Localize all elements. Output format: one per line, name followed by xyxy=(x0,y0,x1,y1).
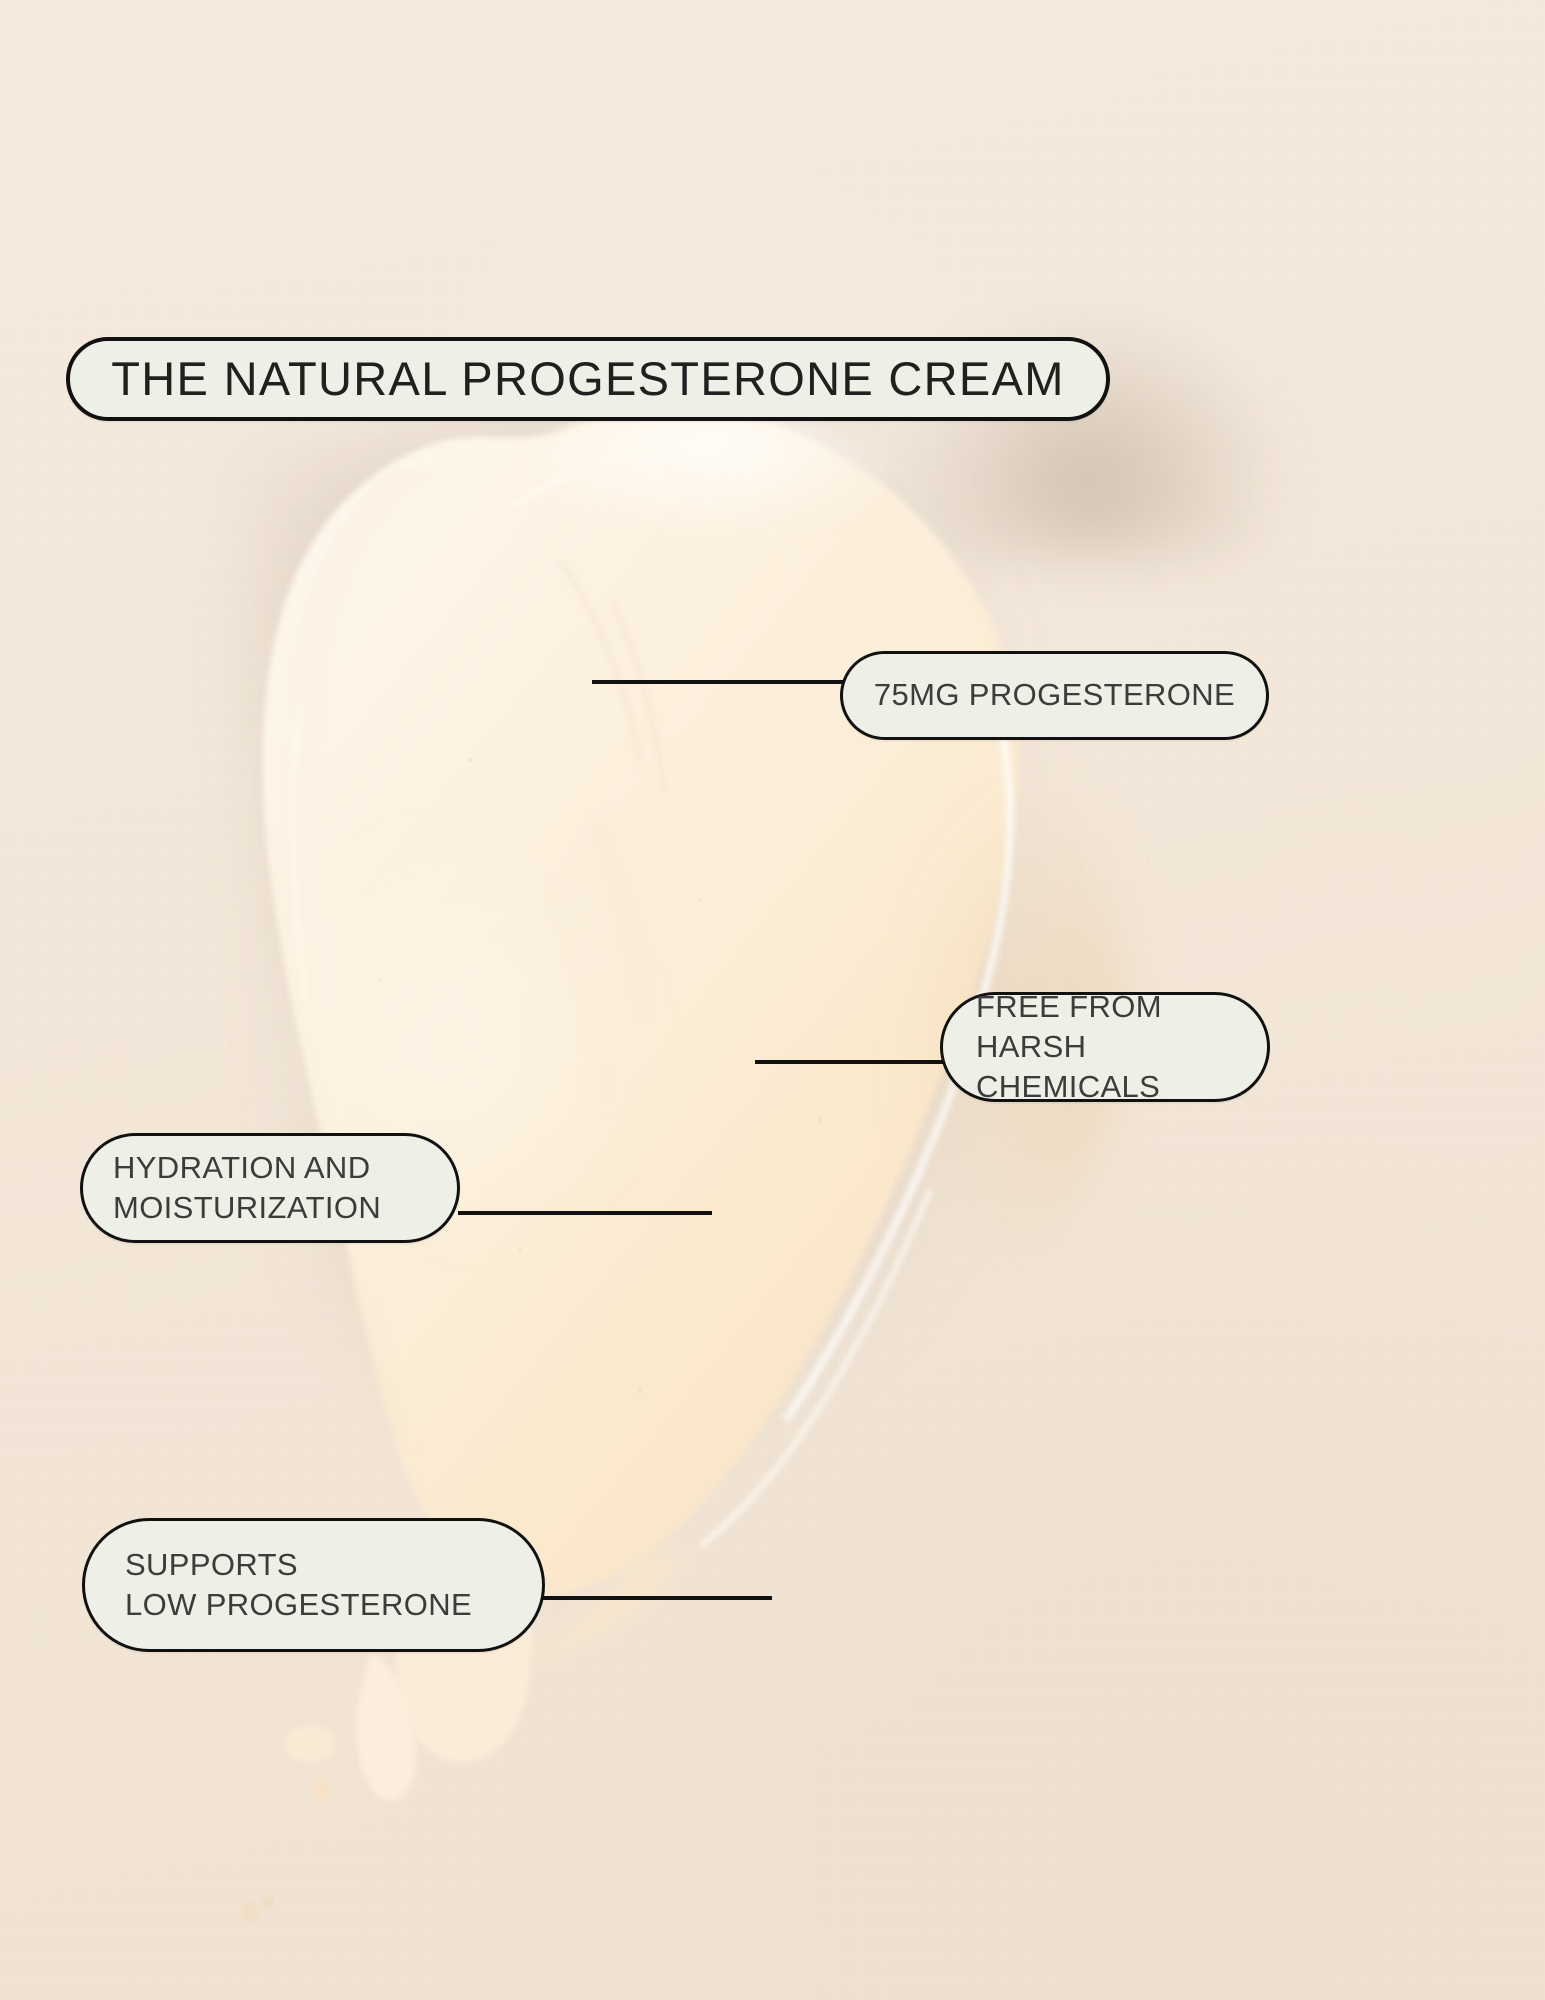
page-title-label: THE NATURAL PROGESTERONE CREAM xyxy=(111,352,1065,406)
callout-hydration-and-moisturization-label: HYDRATION AND MOISTURIZATION xyxy=(113,1149,382,1225)
callout-hydration-and-moisturization: HYDRATION AND MOISTURIZATION xyxy=(80,1133,460,1243)
callout-supports-low-progesterone-label: SUPPORTS LOW PROGESTERONE xyxy=(125,1546,472,1622)
callout-progesterone-dose-label: 75MG PROGESTERONE xyxy=(873,677,1236,713)
callout-free-from-harsh-chemicals: FREE FROM HARSH CHEMICALS xyxy=(940,989,1270,1104)
callout-supports-low-progesterone: SUPPORTS LOW PROGESTERONE xyxy=(82,1518,545,1652)
page-title: THE NATURAL PROGESTERONE CREAM xyxy=(66,337,1110,421)
callout-progesterone-dose: 75MG PROGESTERONE xyxy=(840,651,1269,740)
callout-free-from-harsh-chemicals-label: FREE FROM HARSH CHEMICALS xyxy=(976,988,1162,1105)
